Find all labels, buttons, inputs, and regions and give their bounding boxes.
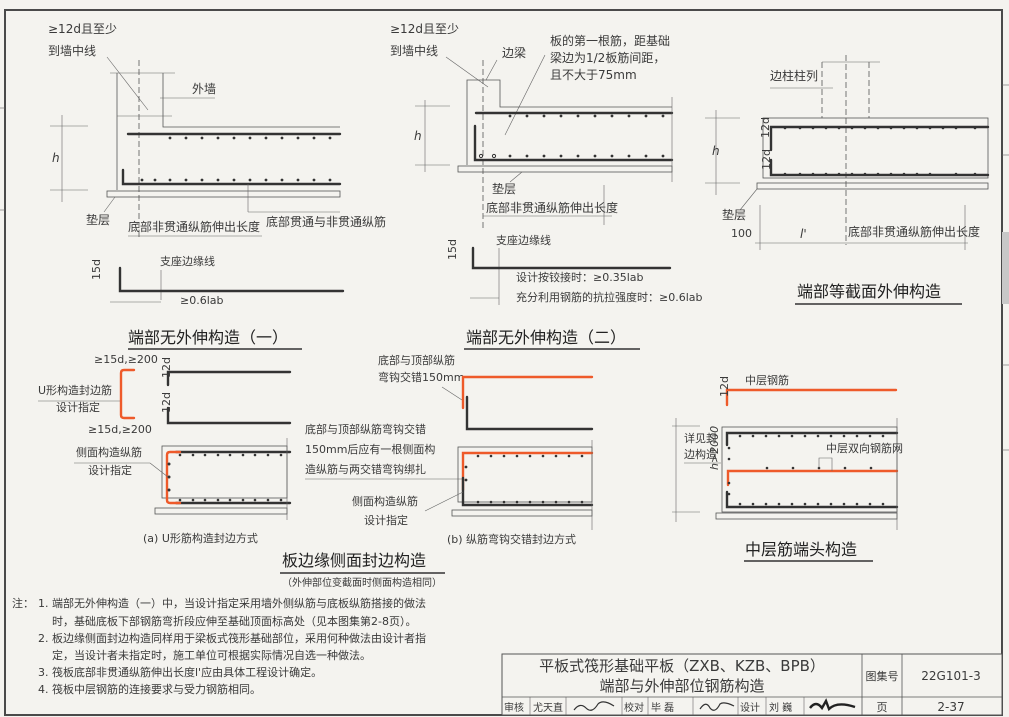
design-signature — [809, 698, 856, 712]
atlas-number: 22G101-3 — [921, 669, 980, 683]
design-name: 刘 巍 — [769, 702, 792, 714]
fig1-anchor-len: ≥0.6lab — [180, 294, 224, 307]
note-1a: 1. 端部无外伸构造（一）中，当设计指定采用墙外侧纵筋与底板纵筋搭接的做法 — [38, 596, 426, 610]
fig3-dim-100: 100 — [731, 227, 752, 240]
fig5-title: 中层筋端头构造 — [745, 540, 857, 559]
note-2b: 定，当设计者未指定时，施工单位可根据实际情况自选一种做法。 — [52, 648, 371, 662]
fig1-note-anchor: ≥12d且至少 — [48, 22, 117, 36]
figure-end-no-extension-2: ≥12d且至少 到墙中线 边梁 板的第一根筋，距基础 梁边为1/2板筋间距， 且… — [390, 22, 703, 350]
caption-a: (a) U形筋构造封边方式 — [143, 531, 258, 545]
fig1-hook-label: 15d — [90, 259, 103, 280]
fig3-h-label: h — [712, 144, 720, 158]
notes-prefix: 注： — [12, 596, 34, 610]
fig2-note-anchor: ≥12d且至少 — [390, 22, 459, 36]
u-label-1: U形构造封边筋 — [38, 383, 112, 397]
fig1-note-anchor2: 到墙中线 — [48, 43, 96, 58]
mid-bar-label: 中层钢筋 — [745, 373, 789, 387]
title-block: 平板式筏形基础平板（ZXB、KZB、BPB） 端部与外伸部位钢筋构造 图集号 2… — [501, 653, 1003, 716]
mid-h-label: h>2000 — [708, 426, 721, 470]
fig2-hook-label: 15d — [446, 239, 459, 260]
fig1-support-edge-label: 支座边缘线 — [160, 254, 215, 268]
u-dim-top: ≥15d,≥200 — [94, 353, 158, 366]
see-label-2: 边构造 — [684, 447, 717, 461]
mesh-label: 中层双向钢筋网 — [826, 441, 903, 455]
fig2-first-bar-1: 板的第一根筋，距基础 — [550, 33, 670, 48]
fig2-first-bar-2: 梁边为1/2板筋间距， — [550, 50, 665, 65]
u-dim-bottom: ≥15d,≥200 — [88, 423, 152, 436]
check-signature — [699, 702, 735, 711]
review-name: 尤天直 — [533, 701, 563, 714]
figure-end-equal-section-extension: 边柱柱列 h 12d 12d 垫层 100 l' 底部非贯通纵筋伸出长度 端部等… — [705, 55, 990, 305]
fig2-h-label: h — [414, 129, 422, 143]
sheet-title-2: 端部与外伸部位钢筋构造 — [599, 677, 764, 695]
note-3: 3. 筏板底部非贯通纵筋伸出长度l'应由具体工程设计确定。 — [38, 665, 322, 679]
fig2-edge-beam-label: 边梁 — [502, 45, 526, 60]
b-hook-label-2: 弯钩交错150mm — [378, 370, 464, 384]
fig1-title: 端部无外伸构造（一） — [128, 328, 288, 347]
fig1-cushion-label: 垫层 — [86, 212, 110, 227]
fig3-cushion-label: 垫层 — [722, 207, 746, 222]
b-hook-label-1: 底部与顶部纵筋 — [378, 353, 455, 367]
fig1-h-label: h — [52, 151, 60, 165]
a-side-label-1: 侧面构造纵筋 — [76, 445, 142, 459]
u-12d-bottom: 12d — [160, 392, 173, 413]
check-name: 毕 磊 — [651, 701, 674, 714]
atlas-label: 图集号 — [866, 669, 899, 683]
note-2a: 2. 板边缘侧面封边构造同样用于梁板式筏形基础部位，采用何种做法由设计者指 — [38, 631, 426, 645]
fig2-note-anchor2: 到墙中线 — [390, 43, 438, 58]
fig1-len-label: 底部非贯通纵筋伸出长度 — [128, 219, 260, 234]
fig1-bottom-cont-label: 底部贯通与非贯通纵筋 — [266, 214, 386, 229]
figure-middle-bar-end: 中层钢筋 12d 详见封 边构造 h>2000 中层双向钢筋网 中层筋端头构造 — [672, 373, 903, 562]
note-4: 4. 筏板中层钢筋的连接要求与受力钢筋相同。 — [38, 682, 261, 696]
fig3-12d-top: 12d — [759, 117, 772, 138]
side-tab — [1002, 232, 1009, 304]
figure-side-closure-a: ≥15d,≥200 U形构造封边筋 设计指定 ≥15d,≥200 12d 12d… — [38, 353, 292, 545]
fig3-edge-column-label: 边柱柱列 — [770, 68, 818, 83]
see-label-1: 详见封 — [684, 431, 717, 445]
u-label-2: 设计指定 — [56, 400, 100, 414]
fig2-first-bar-3: 且不大于75mm — [550, 68, 637, 82]
b-side-label-2: 设计指定 — [364, 513, 408, 527]
fig3-lprime-label: l' — [800, 227, 807, 241]
u-12d-top: 12d — [160, 357, 173, 378]
b-note-2: 150mm后应有一根侧面构 — [305, 442, 435, 456]
fig2-support-edge-label: 支座边缘线 — [496, 233, 551, 247]
check-label: 校对 — [624, 701, 644, 714]
fig2-title: 端部无外伸构造（二） — [466, 328, 626, 347]
figure-side-closure-b: 底部与顶部纵筋 弯钩交错150mm 底部与顶部纵筋弯钩交错 150mm后应有一根… — [280, 353, 594, 589]
note-1b: 时，基础底板下部钢筋弯折段应伸至基础顶面标高处（见本图集第2-8页）。 — [52, 614, 416, 628]
b-note-1: 底部与顶部纵筋弯钩交错 — [305, 422, 426, 436]
fig4-title: 板边缘侧面封边构造 — [282, 551, 426, 570]
page-label: 页 — [877, 701, 888, 714]
notes-block: 注： 1. 端部无外伸构造（一）中，当设计指定采用墙外侧纵筋与底板纵筋搭接的做法… — [12, 596, 426, 696]
b-side-label-1: 侧面构造纵筋 — [352, 494, 418, 508]
review-signature — [573, 701, 615, 711]
b-note-3: 造纵筋与两交错弯钩绑扎 — [305, 462, 426, 476]
review-label: 审核 — [504, 701, 524, 714]
mid-12d-label: 12d — [718, 376, 731, 397]
page-number: 2-37 — [937, 700, 964, 714]
caption-b: (b) 纵筋弯钩交错封边方式 — [447, 532, 576, 546]
fig2-cushion-label: 垫层 — [492, 181, 516, 196]
fig3-12d-bottom: 12d — [760, 149, 773, 170]
fig2-hinge-label: 设计按铰接时：≥0.35lab — [516, 270, 644, 284]
fig2-full-label: 充分利用钢筋的抗拉强度时：≥0.6lab — [516, 290, 703, 304]
design-label: 设计 — [740, 701, 760, 714]
fig1-outer-wall-label: 外墙 — [192, 82, 216, 96]
fig2-len-label: 底部非贯通纵筋伸出长度 — [486, 200, 618, 215]
fig3-title: 端部等截面外伸构造 — [797, 282, 941, 301]
fig3-len-label: 底部非贯通纵筋伸出长度 — [848, 224, 980, 239]
fig4-subtitle: （外伸部位变截面时侧面构造相同） — [282, 576, 442, 589]
a-side-label-2: 设计指定 — [88, 463, 132, 477]
sheet-title-1: 平板式筏形基础平板（ZXB、KZB、BPB） — [539, 657, 825, 675]
figure-end-no-extension-1: ≥12d且至少 到墙中线 外墙 h 垫层 底部非贯通纵筋伸出长度 底部贯通与非贯… — [48, 22, 386, 350]
